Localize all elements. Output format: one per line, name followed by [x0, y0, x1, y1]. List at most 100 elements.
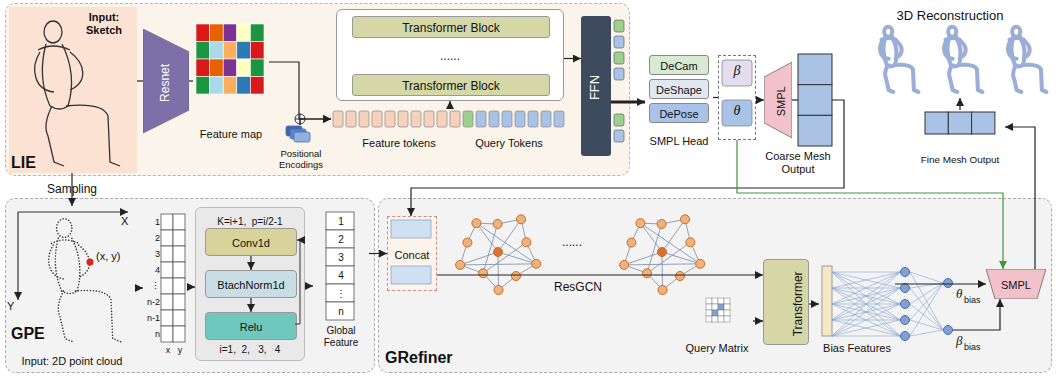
feature-grid — [223, 59, 237, 77]
network-link — [832, 288, 900, 289]
connector — [895, 283, 986, 284]
smpl-layer: SMPL — [986, 269, 1046, 299]
query-cell — [712, 304, 718, 310]
connector — [756, 99, 764, 100]
node-label: Input: 2D point cloud — [22, 355, 123, 368]
global-feature: 1234⋮nGlobal Feature — [313, 211, 369, 371]
network-link — [910, 272, 943, 283]
conv-block: Conv1dBtachNorm1dReluK=i+1, p=i/2-1i=1, … — [195, 207, 305, 361]
network-link — [832, 320, 900, 321]
graph — [690, 242, 700, 263]
connector — [564, 58, 581, 59]
token — [437, 111, 447, 127]
node-label: FFN — [589, 75, 604, 100]
node-label: i=1, 2, 3, 4 — [220, 344, 281, 356]
axis — [17, 212, 18, 300]
node-label: 3D Reconstruction — [897, 9, 1004, 24]
feature-cell — [326, 284, 354, 302]
graph — [662, 219, 685, 224]
feature-grid — [196, 24, 210, 42]
positional-encoding-icon — [290, 129, 306, 139]
feature-cell — [326, 212, 354, 320]
token — [411, 111, 421, 127]
graph — [460, 252, 498, 265]
axis — [18, 212, 128, 300]
reconstruction-view: 3D Reconstruction — [850, 3, 1050, 98]
panel: Input: 2D point cloud1234⋮n-2n-1nxyConv1… — [5, 198, 375, 373]
node-label: Query Tokens — [459, 137, 559, 150]
output-token — [614, 20, 624, 142]
connector — [305, 285, 313, 286]
feature-grid — [237, 42, 251, 60]
network-link — [832, 272, 900, 320]
graph — [640, 223, 662, 252]
text-label: X — [121, 215, 128, 228]
coarse-mesh: Coarse Mesh Output — [798, 54, 832, 146]
node-label: 2 — [143, 233, 160, 243]
feature-grid — [196, 24, 264, 94]
node-label: 1 — [143, 217, 160, 227]
neuron — [944, 326, 953, 335]
matrix-cell — [173, 310, 185, 326]
node-label: 2 — [327, 234, 355, 246]
node-label: Global Feature — [313, 325, 369, 348]
norm-layer: BtachNorm1d — [205, 270, 297, 298]
graph — [460, 265, 483, 273]
sample-point — [87, 259, 94, 266]
graph — [483, 242, 526, 273]
node-label: GPE — [11, 325, 51, 343]
token — [372, 111, 382, 127]
graph — [663, 276, 680, 290]
graph — [483, 273, 499, 290]
token — [450, 111, 460, 127]
graph — [675, 272, 684, 281]
graph — [498, 252, 536, 264]
sketch-figure — [35, 21, 120, 166]
text-label: Y — [7, 300, 14, 313]
node-label: Feature map — [200, 128, 262, 141]
node-label: n — [143, 329, 160, 339]
matrix-cell — [161, 278, 173, 294]
matrix-cell — [161, 214, 173, 230]
node-label: Conv1d — [232, 237, 270, 250]
feature-cell — [326, 248, 354, 266]
decoder-box: DePose — [649, 103, 709, 123]
graph — [647, 273, 663, 290]
graph — [479, 269, 488, 278]
node-label: Fine Mesh Output — [921, 154, 1000, 165]
mesh-figure — [944, 27, 982, 92]
node-label: DePose — [659, 108, 698, 121]
input-sketch: Input: Sketch — [9, 7, 137, 173]
feature-grid — [250, 24, 264, 42]
network-link — [832, 272, 900, 320]
node-label: LIE — [11, 154, 51, 172]
connector — [1005, 127, 1035, 269]
node-label: Concat — [395, 249, 430, 262]
smpl-layer-shape — [764, 62, 792, 138]
graph — [680, 264, 700, 276]
mesh-cell — [948, 112, 971, 134]
concat-band — [391, 220, 431, 284]
neuron — [901, 284, 910, 293]
graph — [624, 265, 647, 273]
feature-grid — [196, 77, 210, 95]
graph — [643, 269, 652, 278]
connector — [135, 287, 143, 288]
mesh-cell — [798, 54, 832, 146]
node-label: Resnet — [159, 64, 173, 102]
graph — [483, 224, 498, 273]
matrix-cell — [173, 230, 185, 246]
feature-grid — [237, 24, 251, 42]
node-label: 4 — [143, 265, 160, 275]
feature-grid — [196, 59, 210, 77]
matrix-cell — [173, 214, 185, 230]
network-link — [832, 288, 900, 304]
output-token — [614, 114, 624, 126]
output-token — [614, 20, 624, 32]
node-label: DeShape — [656, 84, 702, 97]
node-label: y — [174, 345, 186, 355]
transformer-block: Transformer Block — [352, 16, 550, 38]
graph — [624, 252, 662, 265]
node-label: Coarse Mesh Output — [756, 150, 840, 175]
edge-label: Sampling — [44, 183, 100, 197]
